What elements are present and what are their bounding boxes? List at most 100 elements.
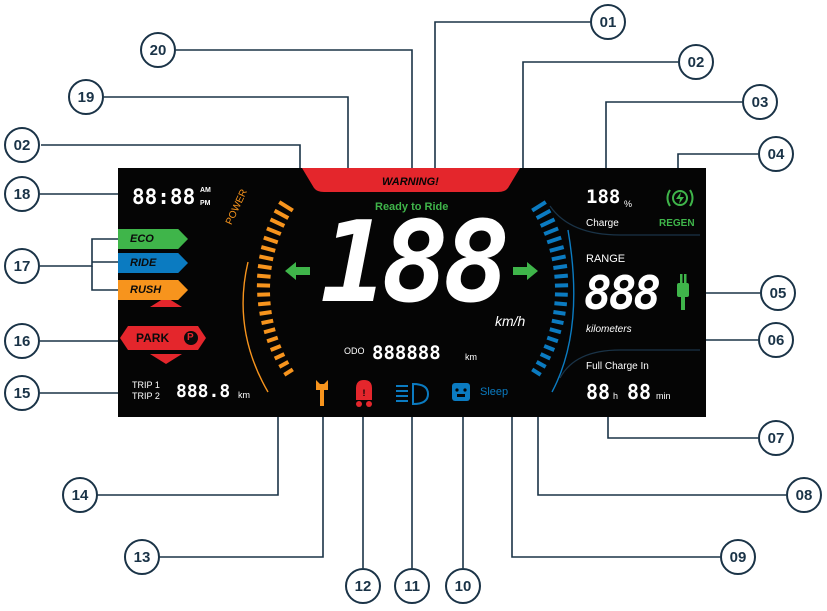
mode-eco: ECO bbox=[118, 229, 188, 249]
sleep-label: Sleep bbox=[480, 386, 509, 398]
mode-eco-label: ECO bbox=[130, 233, 154, 245]
speed-gauge-tick bbox=[549, 245, 565, 253]
trip1-label: TRIP 1 bbox=[132, 380, 160, 390]
power-gauge-tick bbox=[273, 352, 286, 361]
speed-gauge-tick bbox=[553, 264, 568, 271]
ready-to-ride-text: Ready to Ride bbox=[375, 201, 449, 213]
speed-gauge-tick bbox=[543, 226, 559, 236]
charge-label: Charge bbox=[586, 218, 619, 229]
callout-03: 03 bbox=[742, 84, 778, 120]
park-p-badge: P bbox=[187, 332, 194, 343]
sleep-icon bbox=[452, 383, 470, 401]
speed-gauge-tick bbox=[543, 344, 556, 352]
speed-gauge-tick bbox=[535, 360, 547, 369]
speed-gauge-tick bbox=[531, 367, 542, 377]
callout-05: 05 bbox=[760, 275, 796, 311]
power-gauge-tick bbox=[261, 318, 274, 326]
mode-rush-label: RUSH bbox=[130, 284, 162, 296]
power-gauge-tick bbox=[283, 367, 294, 377]
callout-09: 09 bbox=[720, 539, 756, 575]
odo-label: ODO bbox=[344, 346, 365, 356]
speed-gauge-tick bbox=[549, 327, 562, 335]
power-gauge-tick bbox=[273, 208, 290, 220]
regen-label: REGEN bbox=[659, 218, 695, 229]
park-label: PARK bbox=[136, 331, 170, 345]
callout-10: 10 bbox=[445, 568, 481, 604]
callout-02-left: 02 bbox=[4, 127, 40, 163]
svg-text:!: ! bbox=[363, 388, 366, 398]
speed-gauge-tick bbox=[539, 352, 552, 361]
mode-rush: RUSH bbox=[118, 280, 188, 300]
power-gauge-tick bbox=[278, 200, 294, 213]
power-gauge-tick bbox=[269, 217, 286, 228]
callout-20: 20 bbox=[140, 32, 176, 68]
scooter-alert-icon: ! bbox=[356, 380, 372, 407]
callout-15: 15 bbox=[4, 375, 40, 411]
turn-left-arrow-icon bbox=[285, 262, 310, 280]
speed-digits: 188 bbox=[320, 198, 510, 328]
turn-right-arrow-icon bbox=[513, 262, 538, 280]
power-gauge-tick bbox=[263, 327, 276, 335]
mode-ride: RIDE bbox=[118, 253, 188, 273]
mode-up-arrow-icon bbox=[150, 297, 182, 307]
charge-unit: % bbox=[624, 199, 633, 209]
plug-icon bbox=[677, 274, 689, 310]
mode-down-arrow-icon bbox=[150, 354, 182, 364]
callout-16: 16 bbox=[4, 323, 40, 359]
trip-digits: 888.8 bbox=[176, 381, 231, 402]
full-charge-h-unit: h bbox=[613, 391, 619, 401]
warning-bar bbox=[302, 168, 520, 192]
callout-17: 17 bbox=[4, 248, 40, 284]
speed-gauge-tick bbox=[535, 208, 552, 220]
callout-12: 12 bbox=[345, 568, 381, 604]
power-gauge-tick bbox=[256, 273, 271, 279]
callout-14: 14 bbox=[62, 477, 98, 513]
power-gauge-tick bbox=[257, 264, 272, 271]
wrench-icon bbox=[316, 380, 328, 406]
power-gauge-tick bbox=[278, 360, 290, 369]
power-gauge-tick bbox=[263, 235, 279, 245]
charge-digits: 188 bbox=[586, 186, 621, 208]
callout-06: 06 bbox=[758, 322, 794, 358]
clock-pm: PM bbox=[200, 200, 211, 207]
callout-02-right: 02 bbox=[678, 44, 714, 80]
speed-gauge-tick bbox=[546, 335, 559, 344]
full-charge-minutes: 88 bbox=[627, 380, 652, 404]
power-gauge-tick bbox=[259, 309, 272, 316]
range-digits: 888 bbox=[584, 266, 661, 320]
power-gauge-tick bbox=[266, 335, 279, 344]
power-gauge-tick bbox=[269, 344, 282, 352]
clock-digits: 88:88 bbox=[132, 185, 196, 209]
full-charge-min-unit: min bbox=[656, 391, 671, 401]
speed-gauge-tick bbox=[546, 235, 562, 245]
speed-gauge bbox=[531, 200, 569, 377]
speed-gauge-tick bbox=[553, 309, 566, 316]
callout-08: 08 bbox=[786, 477, 822, 513]
speed-gauge-tick bbox=[531, 200, 547, 213]
callout-13: 13 bbox=[124, 539, 160, 575]
callout-11: 11 bbox=[394, 568, 430, 604]
callout-01: 01 bbox=[590, 4, 626, 40]
power-gauge bbox=[256, 200, 294, 377]
full-charge-label: Full Charge In bbox=[586, 361, 649, 372]
range-unit: kilometers bbox=[586, 324, 632, 335]
power-gauge-tick bbox=[257, 301, 271, 307]
speed-gauge-tick bbox=[554, 301, 568, 307]
callout-07: 07 bbox=[758, 420, 794, 456]
mode-ride-label: RIDE bbox=[130, 257, 157, 269]
speed-unit: km/h bbox=[495, 313, 526, 329]
speed-gauge-tick bbox=[554, 273, 569, 279]
full-charge-hours: 88 bbox=[586, 380, 611, 404]
range-label: RANGE bbox=[586, 253, 626, 265]
callout-18: 18 bbox=[4, 176, 40, 212]
park-badge bbox=[120, 326, 206, 350]
speed-gauge-tick bbox=[551, 254, 567, 262]
speed-gauge-tick bbox=[551, 318, 564, 326]
odo-unit: km bbox=[465, 352, 477, 362]
callout-04: 04 bbox=[758, 136, 794, 172]
speed-gauge-tick bbox=[539, 217, 556, 228]
odo-digits: 888888 bbox=[372, 342, 441, 364]
callout-19: 19 bbox=[68, 79, 104, 115]
